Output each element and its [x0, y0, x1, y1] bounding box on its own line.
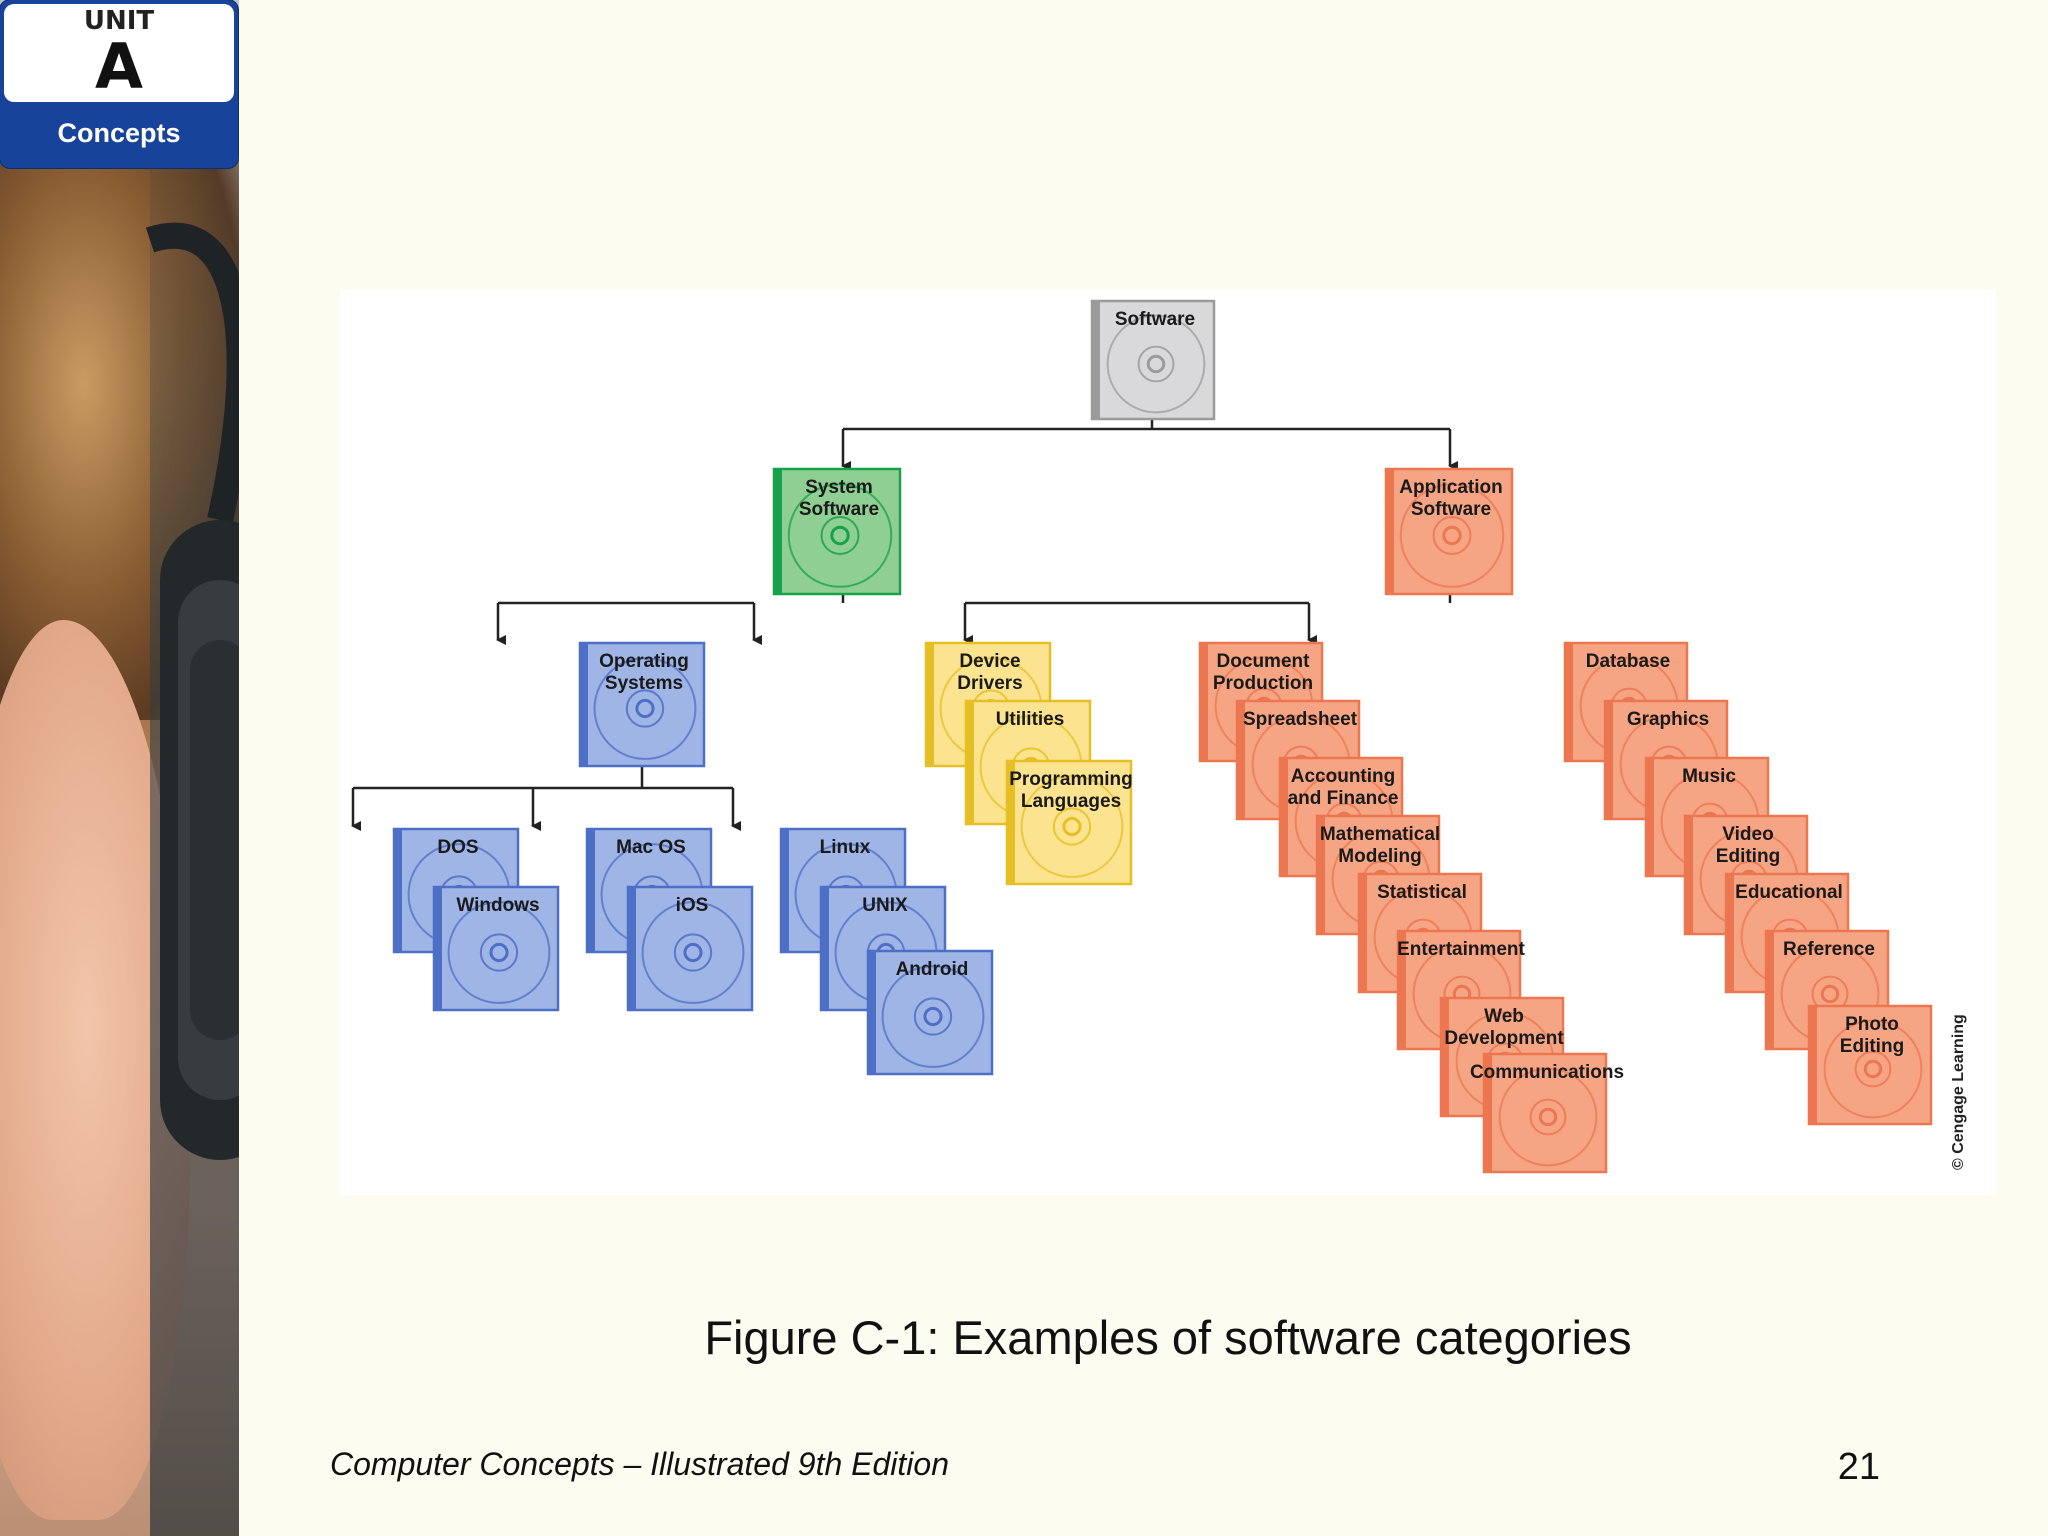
node-label: Spreadsheet — [1243, 709, 1358, 730]
node-label: Photo — [1845, 1014, 1899, 1035]
unit-section-title: Concepts — [57, 118, 181, 148]
image-credit: © Cengage Learning — [1950, 1014, 1967, 1170]
node-label: Software — [1115, 309, 1195, 330]
node-label: Accounting — [1291, 766, 1396, 787]
disc-icon — [881, 965, 985, 1068]
disc-icon — [593, 657, 697, 760]
footer-title: Computer Concepts – Illustrated 9th Edit… — [330, 1446, 949, 1482]
headphones-icon — [145, 222, 239, 1160]
node-label: Mathematical — [1320, 824, 1440, 845]
node-label: Linux — [820, 837, 871, 858]
node-label: Modeling — [1338, 846, 1421, 867]
node-label: Windows — [456, 895, 539, 916]
node-label: Development — [1444, 1028, 1564, 1049]
unit-badge: UNIT A Concepts — [0, 0, 238, 168]
node-label: Operating — [599, 651, 689, 672]
node-label: Systems — [605, 673, 683, 694]
node-communications: Communications — [1470, 1052, 1624, 1174]
disc-icon — [641, 901, 745, 1004]
software-category-tree: SoftwareSystemSoftwareApplicationSoftwar… — [351, 299, 1933, 1174]
disc-icon — [1020, 775, 1124, 878]
node-label: DOS — [437, 837, 478, 858]
node-label: Educational — [1735, 882, 1843, 903]
node-label: Production — [1213, 673, 1313, 694]
node-label: Software — [1411, 499, 1491, 520]
disc-icon — [1823, 1019, 1923, 1119]
node-label: Statistical — [1377, 882, 1467, 903]
node-label: Device — [959, 651, 1020, 672]
node-label: Web — [1484, 1006, 1524, 1027]
node-label: Communications — [1470, 1062, 1624, 1083]
node-label: Programming — [1009, 769, 1133, 790]
unit-badge-top — [4, 4, 234, 102]
node-label: Languages — [1021, 791, 1121, 812]
disc-icon — [447, 901, 551, 1004]
disc-icon — [1498, 1067, 1598, 1167]
node-label: Reference — [1783, 939, 1875, 960]
disc-icon — [787, 483, 893, 588]
unit-letter: A — [95, 30, 143, 103]
node-software: Software — [1090, 299, 1216, 421]
node-label: Application — [1399, 477, 1502, 498]
page-number: 21 — [1837, 1446, 1880, 1488]
tree-nodes: SoftwareSystemSoftwareApplicationSoftwar… — [392, 299, 1933, 1174]
node-android: Android — [866, 949, 994, 1076]
node-label: Editing — [1716, 846, 1780, 867]
node-label: Editing — [1840, 1036, 1904, 1057]
node-label: Music — [1682, 766, 1736, 787]
node-label: iOS — [676, 895, 709, 916]
node-label: Database — [1586, 651, 1671, 672]
node-label: Software — [799, 499, 879, 520]
sidebar-photo — [0, 0, 239, 1536]
node-label: Document — [1217, 651, 1311, 672]
node-label: Video — [1722, 824, 1773, 845]
node-label: and Finance — [1288, 788, 1399, 809]
unit-label: UNIT — [83, 6, 155, 36]
figure-caption: Figure C-1: Examples of software categor… — [704, 1311, 1632, 1364]
node-ios: iOS — [626, 885, 754, 1012]
node-label: Android — [896, 959, 969, 980]
node-label: System — [805, 477, 873, 498]
node-windows: Windows — [432, 885, 560, 1012]
disc-icon — [1106, 314, 1206, 414]
node-label: Mac OS — [616, 837, 686, 858]
node-label: UNIX — [862, 895, 908, 916]
node-label: Graphics — [1627, 709, 1709, 730]
node-label: Entertainment — [1397, 939, 1525, 960]
node-label: Drivers — [957, 673, 1023, 694]
disc-icon — [1399, 483, 1505, 588]
tree-connectors — [351, 419, 1458, 831]
node-label: Utilities — [996, 709, 1065, 730]
